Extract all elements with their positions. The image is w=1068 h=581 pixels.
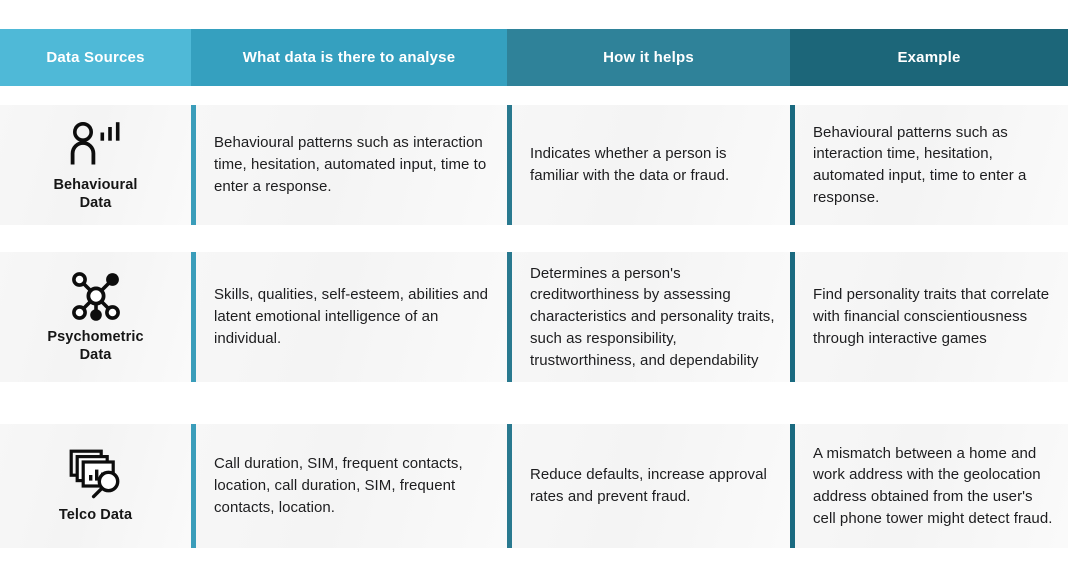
table-row: Psychometric Data Skills, qualities, sel… — [0, 252, 1068, 382]
cell-text: A mismatch between a home and work addre… — [813, 444, 1053, 527]
accent-bar — [191, 424, 196, 548]
column-header-data-sources: Data Sources — [0, 29, 191, 86]
cell-text: Find personality traits that correlate w… — [813, 286, 1050, 347]
source-label: Psychometric Data — [47, 328, 144, 363]
column-header-label: What data is there to analyse — [242, 49, 456, 66]
cell-text: Skills, qualities, self-esteem, abilitie… — [214, 286, 489, 347]
cell-text: Behavioural patterns such as interaction… — [813, 123, 1027, 206]
example-cell: Find personality traits that correlate w… — [790, 252, 1068, 382]
accent-bar — [507, 252, 512, 382]
column-header-label: Example — [897, 49, 961, 66]
accent-bar — [191, 252, 196, 382]
cell-text: Reduce defaults, increase approval rates… — [530, 466, 767, 505]
column-header-example: Example — [790, 29, 1068, 86]
source-label: Behavioural Data — [53, 176, 138, 211]
column-header-label: How it helps — [603, 49, 694, 66]
how-it-helps-cell: Determines a person's creditworthiness b… — [507, 252, 790, 382]
cell-text: Determines a person's creditworthiness b… — [530, 264, 775, 369]
table-row: Behavioural Data Behavioural patterns su… — [0, 105, 1068, 225]
accent-bar — [790, 252, 795, 382]
how-it-helps-cell: Reduce defaults, increase approval rates… — [507, 424, 790, 548]
what-data-cell: Call duration, SIM, frequent contacts, l… — [191, 424, 507, 548]
table-row: Telco Data Call duration, SIM, frequent … — [0, 424, 1068, 548]
source-cell-psychometric: Psychometric Data — [0, 252, 191, 382]
network-nodes-icon — [67, 270, 125, 322]
how-it-helps-cell: Indicates whether a person is familiar w… — [507, 105, 790, 225]
what-data-cell: Skills, qualities, self-esteem, abilitie… — [191, 252, 507, 382]
source-cell-telco: Telco Data — [0, 424, 191, 548]
person-bar-chart-icon — [67, 118, 125, 170]
column-header-what-data: What data is there to analyse — [191, 29, 507, 86]
column-header-label: Data Sources — [46, 49, 145, 66]
accent-bar — [507, 105, 512, 225]
source-label: Telco Data — [58, 506, 133, 523]
column-header-how-it-helps: How it helps — [507, 29, 790, 86]
example-cell: A mismatch between a home and work addre… — [790, 424, 1068, 548]
accent-bar — [507, 424, 512, 548]
what-data-cell: Behavioural patterns such as interaction… — [191, 105, 507, 225]
accent-bar — [191, 105, 196, 225]
accent-bar — [790, 424, 795, 548]
source-cell-behavioural: Behavioural Data — [0, 105, 191, 225]
accent-bar — [790, 105, 795, 225]
cell-text: Indicates whether a person is familiar w… — [530, 145, 730, 184]
cell-text: Call duration, SIM, frequent contacts, l… — [214, 455, 463, 516]
example-cell: Behavioural patterns such as interaction… — [790, 105, 1068, 225]
chart-windows-magnifier-icon — [67, 448, 125, 500]
table-header-row: Data Sources What data is there to analy… — [0, 29, 1068, 86]
cell-text: Behavioural patterns such as interaction… — [214, 134, 487, 195]
